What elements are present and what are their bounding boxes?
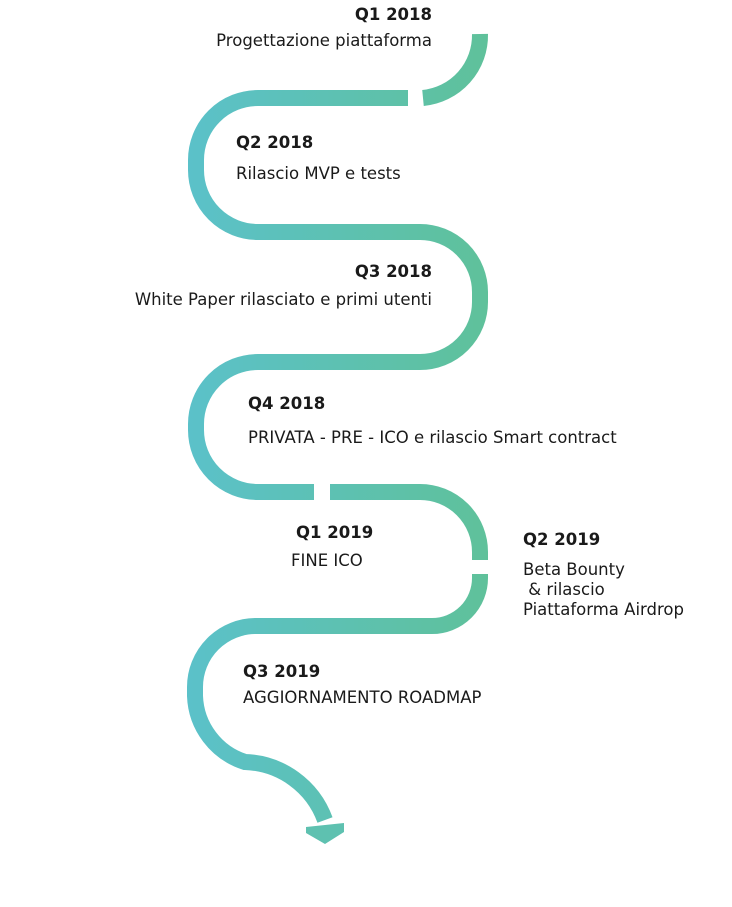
milestone-q2-2019-description-line-3: Piattaforma Airdrop	[523, 600, 684, 619]
milestone-q2-2018-description: Rilascio MVP e tests	[236, 164, 401, 183]
milestone-q2-2018-quarter: Q2 2018	[236, 133, 314, 152]
milestone-q3-2019-description: AGGIORNAMENTO ROADMAP	[243, 688, 482, 707]
milestone-q1-2019-quarter: Q1 2019	[296, 523, 374, 542]
milestone-q3-2018-quarter: Q3 2018	[354, 262, 432, 281]
milestone-q1-2018-quarter: Q1 2018	[354, 5, 432, 24]
milestone-q1-2018-description: Progettazione piattaforma	[216, 31, 432, 50]
milestone-q3-2019-quarter: Q3 2019	[243, 662, 321, 681]
path-segment-3	[330, 484, 488, 560]
arrow-head-icon	[306, 823, 344, 844]
path-segment-4	[187, 574, 488, 823]
milestone-q4-2018-quarter: Q4 2018	[248, 394, 326, 413]
milestone-q4-2018-description: PRIVATA - PRE - ICO e rilascio Smart con…	[248, 428, 617, 447]
milestone-q1-2019-description: FINE ICO	[291, 551, 363, 570]
path-segment-1	[421, 33, 489, 106]
path-segment-2	[188, 90, 488, 500]
milestone-q2-2019-description-line-2: & rilascio	[523, 580, 605, 599]
milestone-q2-2019-quarter: Q2 2019	[523, 530, 601, 549]
milestone-q2-2019-description-line-1: Beta Bounty	[523, 560, 625, 579]
milestone-q3-2018-description: White Paper rilasciato e primi utenti	[134, 290, 432, 309]
